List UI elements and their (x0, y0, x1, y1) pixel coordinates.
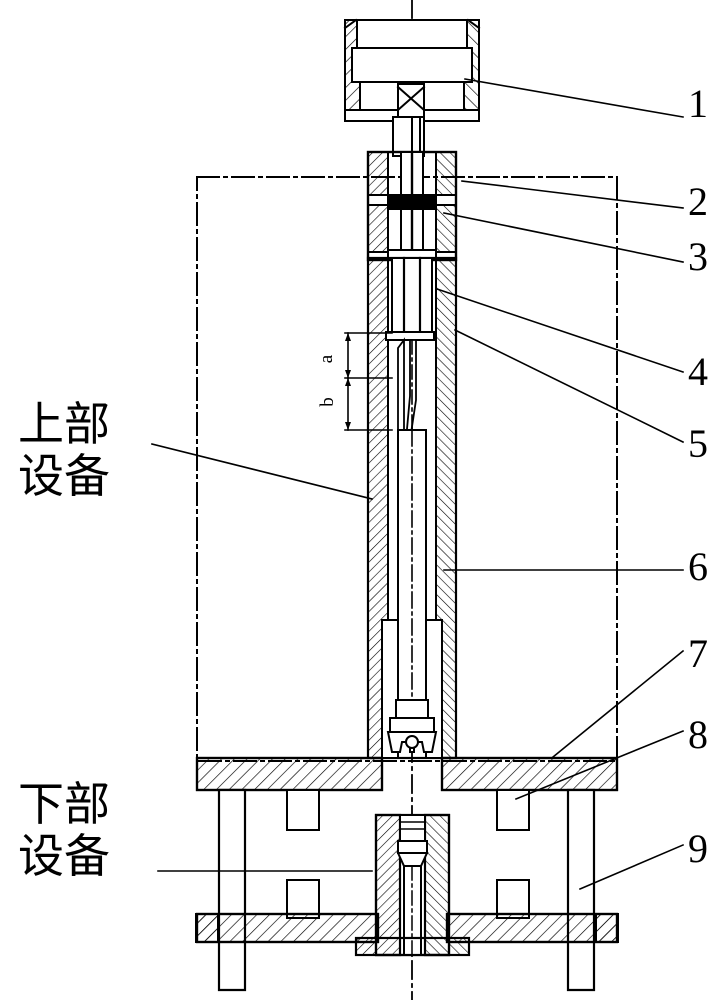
upper-equipment-label: 上部设备 (18, 397, 110, 503)
leader-5 (453, 328, 685, 444)
leader-upper-equipment (151, 443, 373, 500)
seal-packing-stack (387, 194, 437, 210)
upper-equipment-boundary-box (196, 176, 618, 762)
lower-equipment-label: 下部设备 (18, 777, 110, 883)
upper-flange-plate (195, 756, 619, 792)
leader-4 (435, 287, 685, 374)
leader-2 (461, 180, 684, 209)
handwheel-knob-assembly (343, 18, 481, 122)
callout-label-3: 3 (688, 234, 708, 279)
callout-label-9: 9 (688, 826, 708, 871)
rod-bottom-nut (386, 699, 438, 753)
knob-stem (392, 116, 425, 157)
callout-label-1: 1 (688, 81, 708, 126)
callout-label-6: 6 (688, 544, 708, 589)
inner-sleeve-piston (385, 256, 435, 441)
callout-label-7: 7 (688, 631, 708, 676)
callout-label-5: 5 (688, 421, 708, 466)
dimension-label-a: a (316, 354, 338, 364)
callout-label-4: 4 (688, 349, 708, 394)
callout-label-2: 2 (688, 179, 708, 224)
leader-8 (514, 729, 685, 801)
dimension-a-b (344, 332, 393, 431)
upper-housing-block (366, 150, 458, 262)
callout-leaders (435, 78, 685, 891)
callout-label-8: 8 (688, 712, 708, 757)
leader-9 (578, 843, 685, 891)
leader-1 (464, 78, 684, 118)
dimension-label-b: b (316, 397, 338, 407)
leader-3 (443, 212, 684, 263)
lower-connector-boss (354, 813, 471, 957)
leader-7 (551, 649, 685, 759)
chinese-label-leaders (151, 443, 373, 872)
lower-flange-plate (195, 912, 619, 944)
